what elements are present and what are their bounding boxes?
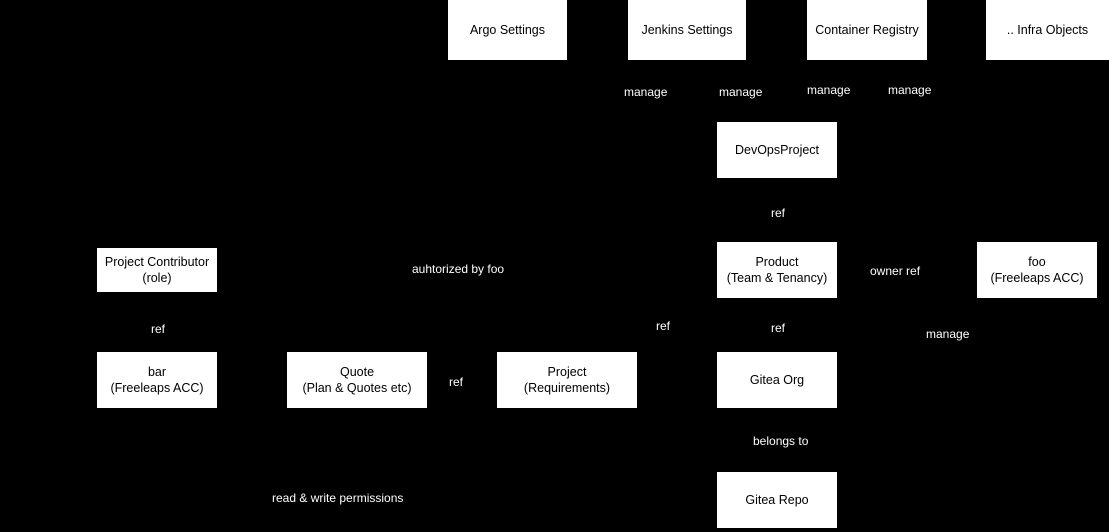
- node-project: Project (Requirements): [497, 352, 637, 408]
- edge-label-owner-ref: owner ref: [868, 264, 923, 278]
- node-label: Container Registry: [815, 23, 919, 37]
- node-label: (Freeleaps ACC): [110, 381, 204, 395]
- node-label: (Plan & Quotes etc): [302, 381, 412, 395]
- node-label: Argo Settings: [469, 23, 546, 37]
- node-label: DevOpsProject: [734, 143, 820, 157]
- node-label: (role): [142, 271, 172, 285]
- edge-label-belongs-to: belongs to: [751, 434, 811, 448]
- node-project-contributor: Project Contributor (role): [97, 248, 217, 292]
- edge-label-ref-product-gitea-org: ref: [769, 321, 788, 335]
- node-label: (Requirements): [523, 381, 611, 395]
- node-quote: Quote (Plan & Quotes etc): [287, 352, 427, 408]
- node-argo-settings: Argo Settings: [448, 0, 567, 60]
- node-infra-objects: .. Infra Objects: [986, 0, 1109, 60]
- edge-label-ref-quote-project: ref: [447, 375, 466, 389]
- edge-label-ref-devops-product: ref: [769, 206, 788, 220]
- edge-label-manage-foo-gitea: manage: [924, 327, 972, 341]
- node-label: foo: [1028, 255, 1046, 269]
- node-foo-freeleaps-acc: foo (Freeleaps ACC): [977, 242, 1097, 298]
- node-label: Gitea Org: [749, 373, 805, 387]
- node-label: Quote: [339, 365, 375, 379]
- node-container-registry: Container Registry: [807, 0, 927, 60]
- node-label: Product: [755, 255, 799, 269]
- node-label: bar: [147, 365, 167, 379]
- node-devops-project: DevOpsProject: [717, 122, 837, 178]
- edge-label-ref-project-product: ref: [654, 319, 673, 333]
- edge-label-read-write-permissions: read & write permissions: [270, 491, 406, 505]
- edge-label-ref-contributor-bar: ref: [149, 322, 168, 336]
- node-label: (Freeleaps ACC): [990, 271, 1084, 285]
- edge-label-auhtorized-by-foo: auhtorized by foo: [410, 262, 507, 276]
- node-bar-freeleaps-acc: bar (Freeleaps ACC): [97, 352, 217, 408]
- node-label: (Team & Tenancy): [726, 271, 828, 285]
- node-label: Project Contributor: [104, 255, 210, 269]
- node-label: Project: [547, 365, 587, 379]
- node-label: Gitea Repo: [745, 493, 809, 507]
- node-label: .. Infra Objects: [1006, 23, 1089, 37]
- node-gitea-org: Gitea Org: [717, 352, 837, 408]
- node-gitea-repo: Gitea Repo: [717, 472, 837, 528]
- edge-label-manage-registry: manage: [805, 83, 853, 97]
- node-jenkins-settings: Jenkins Settings: [628, 0, 746, 60]
- node-label: Jenkins Settings: [641, 23, 733, 37]
- edge-label-manage-infra: manage: [886, 83, 934, 97]
- edge-label-manage-argo: manage: [622, 85, 670, 99]
- edge-label-manage-jenkins: manage: [717, 85, 765, 99]
- node-product: Product (Team & Tenancy): [717, 242, 837, 298]
